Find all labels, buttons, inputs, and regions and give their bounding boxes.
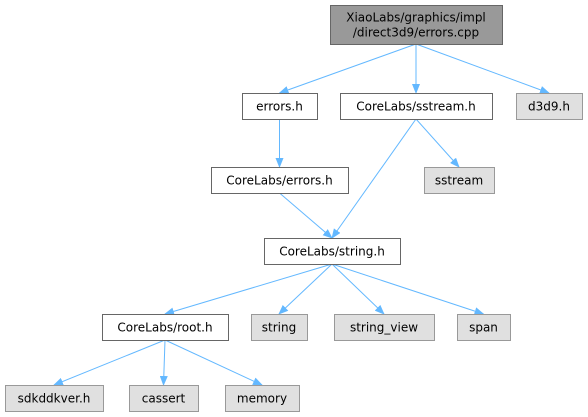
- node-box: [340, 93, 493, 120]
- node-sdkddkver-h[interactable]: sdkddkver.h: [5, 385, 104, 412]
- node-root[interactable]: XiaoLabs/graphics/impl/direct3d9/errors.…: [330, 5, 503, 45]
- node-span[interactable]: span: [457, 314, 511, 341]
- node-box: [334, 314, 435, 341]
- node-label: errors.h: [256, 100, 303, 114]
- node-box: [102, 314, 229, 341]
- node-box: [129, 385, 199, 412]
- node-memory[interactable]: memory: [225, 385, 300, 412]
- node-label: XiaoLabs/graphics/impl: [346, 11, 486, 25]
- edge-corelabs_sstream_h-to-corelabs_string_h: [331, 118, 417, 239]
- node-box: [251, 314, 308, 341]
- node-label: CoreLabs/sstream.h: [356, 100, 475, 114]
- node-box: [516, 93, 583, 120]
- node-box: [5, 385, 104, 412]
- node-corelabs-root-h[interactable]: CoreLabs/root.h: [102, 314, 229, 341]
- node-box: [211, 167, 349, 194]
- edge-corelabs_sstream_h-to-sstream: [415, 118, 460, 168]
- node-label: memory: [237, 392, 287, 406]
- node-label: sdkddkver.h: [18, 392, 91, 406]
- node-d3d9-h[interactable]: d3d9.h: [516, 93, 583, 120]
- node-string[interactable]: string: [251, 314, 308, 341]
- node-corelabs-errors-h[interactable]: CoreLabs/errors.h: [211, 167, 349, 194]
- edge-corelabs_string_h-to-span: [331, 263, 485, 315]
- node-string-view[interactable]: string_view: [334, 314, 435, 341]
- node-errors-h[interactable]: errors.h: [242, 93, 318, 120]
- edge-corelabs_string_h-to-string_view: [331, 263, 385, 315]
- node-corelabs-string-h[interactable]: CoreLabs/string.h: [264, 238, 401, 265]
- node-label: CoreLabs/root.h: [117, 321, 212, 335]
- edges-layer: [53, 43, 550, 386]
- node-label: CoreLabs/errors.h: [226, 174, 332, 188]
- node-label: cassert: [142, 392, 186, 406]
- node-box: [330, 5, 503, 45]
- node-sstream[interactable]: sstream: [424, 167, 495, 194]
- node-label: CoreLabs/string.h: [279, 245, 385, 259]
- node-box: [225, 385, 300, 412]
- node-label: sstream: [435, 174, 483, 188]
- edge-corelabs_errors_h-to-corelabs_string_h: [279, 192, 333, 239]
- node-box: [457, 314, 511, 341]
- node-corelabs-sstream-h[interactable]: CoreLabs/sstream.h: [340, 93, 493, 120]
- edge-corelabs_root_h-to-memory: [164, 339, 263, 386]
- node-label: string_view: [350, 321, 418, 335]
- node-label: d3d9.h: [528, 100, 570, 114]
- node-box: [242, 93, 318, 120]
- edge-corelabs_string_h-to-corelabs_root_h: [164, 263, 333, 316]
- node-box: [424, 167, 495, 194]
- edge-corelabs_root_h-to-sdkddkver_h: [53, 339, 166, 386]
- node-label: /direct3d9/errors.cpp: [353, 26, 479, 40]
- edge-root-to-errors_h: [278, 43, 417, 94]
- edge-corelabs_root_h-to-cassert: [159, 339, 168, 386]
- edge-corelabs_string_h-to-string: [278, 263, 333, 315]
- node-box: [264, 238, 401, 265]
- node-label: string: [262, 321, 296, 335]
- node-cassert[interactable]: cassert: [129, 385, 199, 412]
- edge-root-to-d3d9_h: [415, 43, 550, 94]
- node-label: span: [469, 321, 498, 335]
- nodes-layer: XiaoLabs/graphics/impl/direct3d9/errors.…: [5, 5, 583, 412]
